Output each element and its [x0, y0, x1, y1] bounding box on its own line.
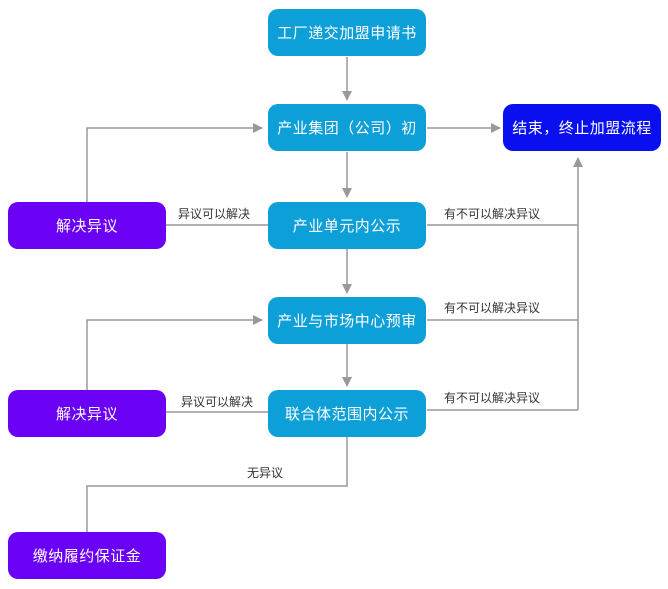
edge-label-resolvable-1: 异议可以解决: [178, 207, 251, 221]
node-resolve-2: 解决异议: [8, 390, 166, 437]
node-market-precheck: 产业与市场中心预审: [268, 297, 426, 344]
edge-label-unresolvable-1: 有不可以解决异议: [444, 207, 541, 221]
edge-label-no-objection: 无异议: [247, 466, 284, 480]
node-group-initial: 产业集团（公司）初: [268, 104, 426, 151]
node-joint-publicity: 联合体范围内公示: [268, 390, 426, 437]
arrow-resolve2-to-market: [86, 315, 263, 392]
node-end: 结束，终止加盟流程: [503, 104, 661, 151]
node-apply: 工厂递交加盟申请书: [268, 9, 426, 56]
node-deposit: 缴纳履约保证金: [8, 532, 166, 579]
edge-label-unresolvable-3: 有不可以解决异议: [444, 391, 541, 405]
node-resolve-1: 解决异议: [8, 202, 166, 249]
arrow-resolve1-to-group: [86, 123, 263, 202]
line-joint-to-deposit: [86, 437, 348, 532]
edge-label-resolvable-2: 异议可以解决: [181, 395, 254, 409]
edge-label-unresolvable-2: 有不可以解决异议: [444, 301, 541, 315]
node-unit-publicity: 产业单元内公示: [268, 202, 426, 249]
